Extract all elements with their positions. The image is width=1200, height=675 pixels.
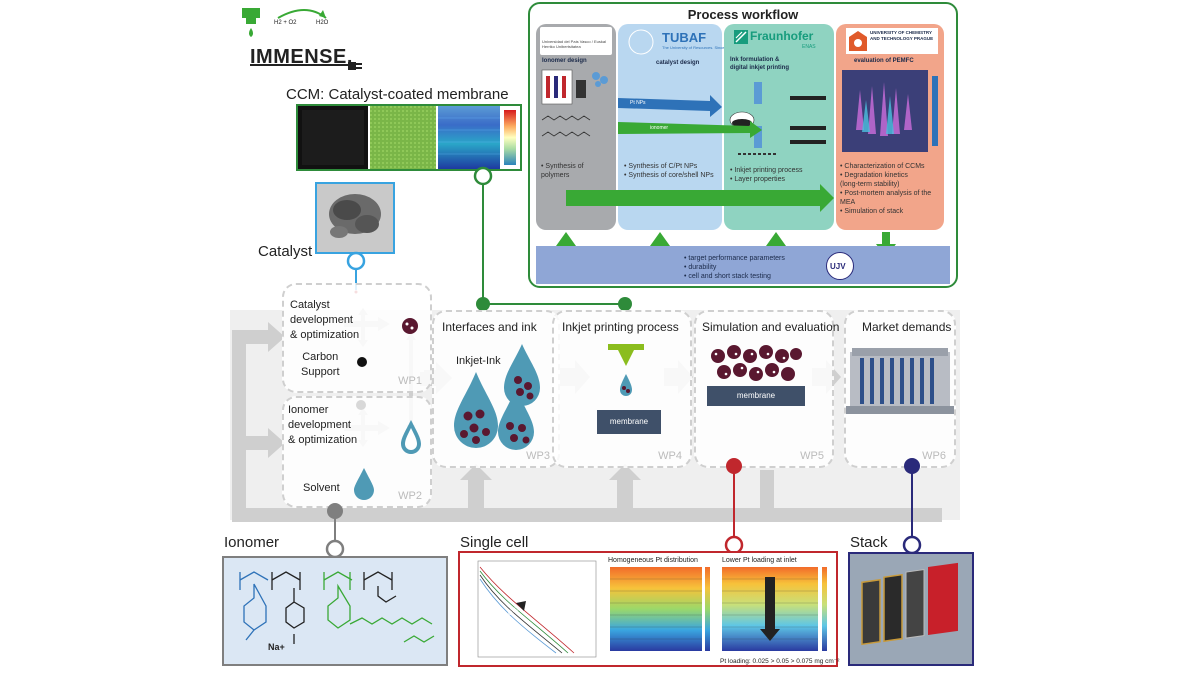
stage-title-fraunhofer: Ink formulation & digital inkjet printin… <box>730 57 789 71</box>
ionomer-dev-label: Ionomer development & optimization <box>288 404 358 446</box>
stack-exploded-image <box>850 554 972 664</box>
fraunhofer-logo: Fraunhofer <box>750 29 814 43</box>
process-workflow-panel: Process workflow Universidad del País Va… <box>528 2 958 288</box>
ionomer-dot-icon <box>356 400 366 410</box>
ujv-logo: UJV <box>826 252 854 280</box>
pt-distribution-map-1 <box>610 567 710 651</box>
counterion-label: Na+ <box>268 642 285 652</box>
ujv-logo-text: UJV <box>830 262 846 271</box>
catalyst-layer-illustration <box>711 345 802 381</box>
upv-logo: Universidad del País Vasco / Euskal Herr… <box>540 27 612 55</box>
catalyst-tem-image <box>315 182 395 254</box>
ionomer-panel-title: Ionomer <box>224 534 280 551</box>
ionomer-drop-icon <box>401 420 421 454</box>
stage-title-catalyst: catalyst design <box>656 60 700 66</box>
ionomer-chemical-structure <box>239 571 435 644</box>
arrow-label-ionomer: ionomer <box>650 125 669 131</box>
stack-panel-title: Stack <box>850 534 888 551</box>
wp4-membrane: membrane <box>597 410 661 434</box>
wp3-title: Interfaces and ink <box>442 320 537 334</box>
catalyst-label: Catalyst <box>258 243 313 260</box>
wp6-title: Market demands <box>862 320 952 334</box>
fraunhofer-emblem <box>734 30 748 44</box>
wp2-tag: WP2 <box>398 490 422 502</box>
wp5-membrane-label: membrane <box>736 391 776 400</box>
wp4-tag: WP4 <box>658 450 682 462</box>
map2-title: Lower Pt loading at inlet <box>722 557 797 564</box>
stage-bullets-ionomer: • Synthesis of polymers <box>541 163 584 179</box>
ucp-logo-text: UNIVERSITY OF CHEMISTRY AND TECHNOLOGY P… <box>870 30 934 41</box>
pemfc-simulation-illustration <box>842 70 938 152</box>
wp5-membrane: membrane <box>707 386 805 406</box>
tubaf-logo: TUBAF <box>662 30 707 45</box>
arrow-label-pt-nps: Pt NPs <box>630 100 646 106</box>
ionomer-lab-illustration <box>541 69 608 137</box>
polarization-curve-plot <box>477 560 597 658</box>
inkjet-ink-label: Inkjet-Ink <box>456 355 501 367</box>
wp6-tag: WP6 <box>922 450 946 462</box>
workflow-bottom-bar: • target performance parameters • durabi… <box>536 246 950 284</box>
wp5-title: Simulation and evaluation <box>702 320 840 334</box>
fuel-cell-stack-image <box>846 348 954 414</box>
printhead-icon <box>608 344 644 396</box>
wp3-tag: WP3 <box>526 450 550 462</box>
ccm-image-strip <box>296 104 522 171</box>
solvent-drop-icon <box>354 468 374 500</box>
upv-logo-text: Universidad del País Vasco / Euskal Herr… <box>542 39 606 49</box>
ucp-emblem <box>849 31 867 51</box>
catalyst-particle-icon <box>402 318 418 334</box>
tubaf-emblem <box>628 29 654 55</box>
solvent-label: Solvent <box>303 482 340 494</box>
wp5-tag: WP5 <box>800 450 824 462</box>
stage-title-ionomer: Ionomer design <box>542 58 587 64</box>
single-cell-title: Single cell <box>460 534 529 551</box>
workflow-title: Process workflow <box>687 7 799 22</box>
stage-card-ucp: UNIVERSITY OF CHEMISTRY AND TECHNOLOGY P… <box>836 24 944 230</box>
stage-bullets-catalyst: • Synthesis of C/Pt NPs • Synthesis of c… <box>624 163 714 179</box>
stage-bullets-ucp: • Characterization of CCMs • Degradation… <box>840 163 932 215</box>
wp1-tag: WP1 <box>398 375 422 387</box>
carbon-support-label: Carbon Support <box>301 351 340 378</box>
ccm-title: CCM: Catalyst-coated membrane <box>286 86 509 103</box>
pt-distribution-map-2 <box>722 567 827 651</box>
ucp-logo: UNIVERSITY OF CHEMISTRY AND TECHNOLOGY P… <box>846 28 938 54</box>
logo-text: IMMENSE. <box>250 46 353 68</box>
reaction-left: H2 + O2 <box>274 20 297 26</box>
reaction-right: H2O <box>316 20 329 26</box>
immense-logo: H2 + O2 H2O IMMENSE. <box>230 4 370 74</box>
wp4-title: Inkjet printing process <box>562 320 679 334</box>
carbon-dot-icon <box>357 357 367 367</box>
map1-title: Homogeneous Pt distribution <box>608 557 698 564</box>
wp4-membrane-label: membrane <box>609 417 649 426</box>
logo-graphic <box>242 8 362 70</box>
ccm-images <box>298 106 516 169</box>
stage-bullets-fraunhofer: • Inkjet printing process • Layer proper… <box>730 167 803 183</box>
stack-panel <box>848 552 974 666</box>
ionomer-structure-panel: Na+ <box>222 556 448 666</box>
single-cell-panel: Pt loading Homogeneous Pt distribution L… <box>458 551 840 667</box>
inkjet-illustration <box>729 82 826 155</box>
fraunhofer-logo-sub: ENAS <box>802 44 816 50</box>
tem-texture <box>317 184 393 252</box>
tubaf-logo-sub: The University of Resources. Since 1765. <box>662 45 736 50</box>
wp1-box: WP1 <box>282 283 432 393</box>
ink-drops-illustration <box>454 344 540 450</box>
bottom-bar-bullets: • target performance parameters • durabi… <box>684 255 785 280</box>
single-cell-footer: Pt loading: 0.025 > 0.05 > 0.075 mg cm⁻² <box>720 658 840 665</box>
stage-title-ucp: evaluation of PEMFC <box>854 58 914 64</box>
catalyst-dev-label: Catalyst development & optimization <box>290 299 360 341</box>
